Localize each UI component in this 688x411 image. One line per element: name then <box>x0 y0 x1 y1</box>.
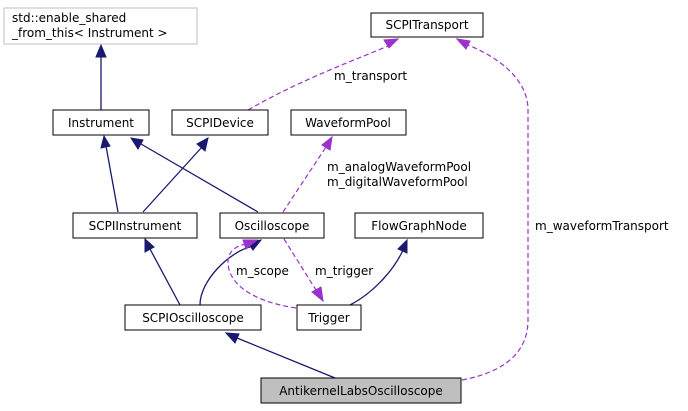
edge-oscilloscope-to-instrument <box>140 143 259 213</box>
arrowhead-waveformpool <box>321 135 333 151</box>
label-m-scope: m_scope <box>236 264 289 278</box>
node-label-oscilloscope: Oscilloscope <box>235 219 310 233</box>
label-m-trigger: m_trigger <box>315 264 373 278</box>
arrowhead-scope <box>242 239 259 250</box>
node-scpi-oscilloscope[interactable]: SCPIOscilloscope <box>124 304 262 331</box>
node-trigger[interactable]: Trigger <box>296 304 362 331</box>
edge-scpioscilloscope-to-oscilloscope <box>199 246 251 306</box>
arrowhead-enable-shared <box>95 43 107 58</box>
node-label-trigger: Trigger <box>307 311 349 325</box>
node-label-antikernel-labs-oscilloscope: AntikernelLabsOscilloscope <box>279 384 443 398</box>
label-m-digital-waveform-pool: m_digitalWaveformPool <box>327 175 468 189</box>
node-label-enable-shared-line2: _from_this< Instrument > <box>11 26 168 40</box>
node-label-scpi-device: SCPIDevice <box>186 116 254 130</box>
edge-trigger-to-flowgraphnode <box>349 249 404 306</box>
edge-scpiinstrument-to-instrument <box>105 145 119 213</box>
node-scpi-instrument[interactable]: SCPIInstrument <box>72 212 198 239</box>
arrowhead-instrument-b <box>129 137 144 150</box>
node-oscilloscope[interactable]: Oscilloscope <box>219 212 325 239</box>
edge-scpioscilloscope-to-scpiinstrument <box>149 248 181 306</box>
node-instrument[interactable]: Instrument <box>52 109 150 136</box>
node-scpi-transport[interactable]: SCPITransport <box>370 12 484 38</box>
edge-scpiinstrument-to-scpidevice <box>142 146 203 213</box>
node-label-flow-graph-node: FlowGraphNode <box>371 219 467 233</box>
edge-waveformtransport-usage <box>461 44 529 381</box>
edge-antikernel-to-scpioscilloscope <box>236 337 336 379</box>
node-label-scpi-oscilloscope: SCPIOscilloscope <box>142 311 244 325</box>
arrowhead-transport-b <box>455 38 471 50</box>
node-enable-shared-from-this[interactable]: std::enable_shared _from_this< Instrumen… <box>3 7 198 45</box>
arrowhead-flowgraphnode <box>397 238 408 254</box>
edge-waveformpool-usage <box>282 146 327 213</box>
node-label-enable-shared-line1: std::enable_shared <box>12 11 126 25</box>
edge-labels: m_transport m_analogWaveformPool m_digit… <box>236 69 669 278</box>
node-waveform-pool[interactable]: WaveformPool <box>290 109 407 136</box>
edge-transport-usage <box>247 45 389 111</box>
arrowhead-scpidevice <box>196 137 209 152</box>
arrowhead-scpiinstrument <box>144 237 155 253</box>
label-m-waveform-transport: m_waveformTransport <box>535 219 669 233</box>
arrowhead-trigger <box>311 286 324 303</box>
label-m-analog-waveform-pool: m_analogWaveformPool <box>327 160 471 174</box>
node-label-scpi-transport: SCPITransport <box>385 18 468 32</box>
node-scpi-device[interactable]: SCPIDevice <box>171 109 269 136</box>
node-label-scpi-instrument: SCPIInstrument <box>89 219 182 233</box>
node-label-instrument: Instrument <box>68 116 134 130</box>
node-flow-graph-node[interactable]: FlowGraphNode <box>354 212 484 239</box>
node-antikernel-labs-oscilloscope[interactable]: AntikernelLabsOscilloscope <box>260 377 462 404</box>
arrowhead-transport-a <box>383 38 400 49</box>
node-label-waveform-pool: WaveformPool <box>305 116 391 130</box>
edge-trigger-usage <box>283 238 317 291</box>
arrowhead-instrument-a <box>100 134 111 149</box>
edge-scope-usage <box>227 243 297 309</box>
label-m-transport: m_transport <box>334 69 407 83</box>
arrowhead-scpioscilloscope <box>224 332 240 344</box>
inheritance-edges <box>95 43 408 379</box>
usage-edges <box>227 38 529 381</box>
